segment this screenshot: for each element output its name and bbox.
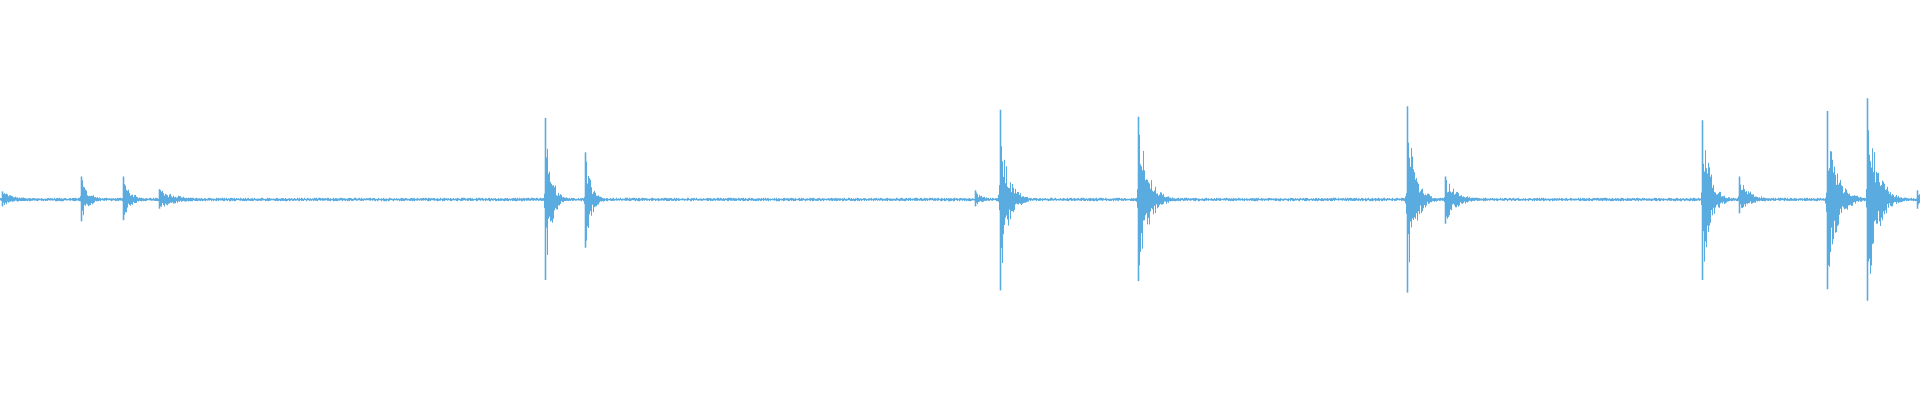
waveform-amplitude-path — [0, 111, 1920, 274]
waveform-transients — [1, 98, 1919, 301]
waveform-samples — [0, 111, 1920, 274]
